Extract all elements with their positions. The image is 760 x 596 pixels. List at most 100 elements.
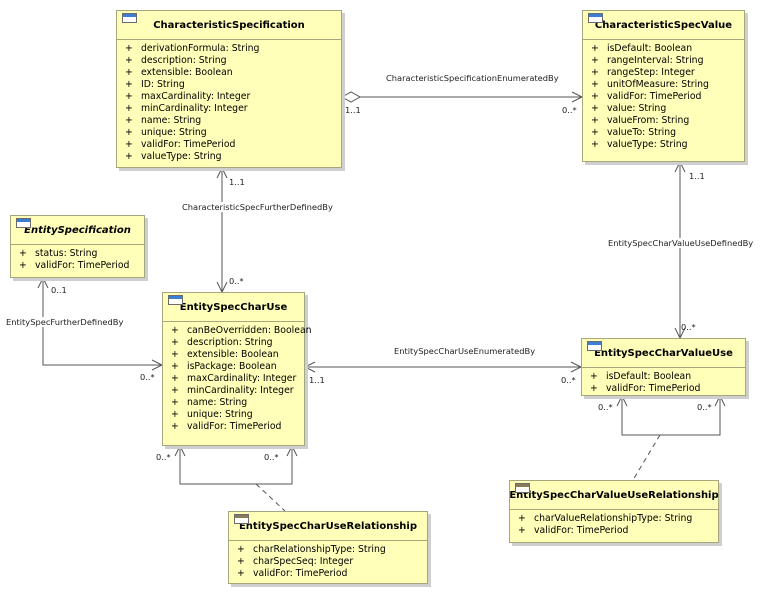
attribute-row: +status: String (11, 248, 144, 260)
class-entity-spec-char-use[interactable]: EntitySpecCharUse + canBeOverridden: Bool… (162, 292, 312, 446)
attribute-text: rangeInterval: String (607, 55, 704, 66)
value-use-self-mult-b: 0..* (697, 402, 712, 412)
visibility-marker: + (125, 103, 133, 114)
class-characteristic-specification[interactable]: CharacteristicSpecification +derivationF… (116, 10, 342, 168)
attribute-row: + maxCardinality: Integer (163, 373, 304, 385)
attribute-text: minCardinality: Integer (141, 103, 248, 114)
entity-spec-further-defined-by-label: EntitySpecFurtherDefinedBy (6, 317, 124, 327)
visibility-marker: + (171, 409, 179, 420)
attribute-row: +validFor: TimePeriod (163, 421, 304, 433)
visibility-marker: + (171, 373, 179, 384)
further-defined-by-mult-a: 1..1 (229, 177, 245, 187)
visibility-marker: + (591, 43, 599, 54)
attribute-row: +rangeStep: Integer (583, 67, 744, 79)
attribute-text: isDefault: Boolean (607, 43, 693, 54)
attribute-list: +charValueRelationshipType: String+valid… (510, 510, 718, 537)
visibility-marker: + (591, 139, 599, 150)
visibility-marker: + (591, 91, 599, 102)
attribute-text: canBeOverridden: Boolean (187, 325, 312, 336)
class-entity-specification[interactable]: EntitySpecification +status: String+vali… (10, 215, 145, 278)
class-title: EntitySpecification (24, 224, 131, 236)
visibility-marker: + (125, 67, 133, 78)
attribute-text: status: String (35, 248, 98, 259)
class-entity-spec-char-value-use-relationship[interactable]: EntitySpecCharValueUseRelationship +char… (509, 480, 719, 543)
visibility-marker: + (19, 260, 27, 271)
attribute-list: +isDefault: Boolean+ validFor: TimePeriod (582, 368, 745, 395)
attribute-text: validFor: TimePeriod (606, 383, 701, 394)
attribute-text: valueType: String (607, 139, 688, 150)
attribute-row: +validFor: TimePeriod (510, 525, 718, 537)
attribute-text: extensible: Boolean (141, 67, 233, 78)
attribute-text: valueTo: String (607, 127, 677, 138)
attribute-text: unique: String (187, 409, 253, 420)
visibility-marker: + (171, 361, 179, 372)
char-use-enumerated-by-label: EntitySpecCharUseEnumeratedBy (394, 346, 536, 356)
visibility-marker: + (591, 67, 599, 78)
char-use-enumerated-by-mult-b: 0..* (561, 375, 576, 385)
value-use-self-line (621, 396, 721, 436)
visibility-marker: + (171, 337, 179, 348)
char-use-self-line (179, 446, 293, 485)
attribute-text: validFor: TimePeriod (607, 91, 702, 102)
visibility-marker: + (518, 525, 526, 536)
attribute-text: minCardinality: Integer (187, 385, 294, 396)
visibility-marker: + (125, 151, 133, 162)
visibility-marker: + (591, 79, 599, 90)
attribute-text: extensible: Boolean (187, 349, 279, 360)
class-entity-spec-char-use-relationship[interactable]: EntitySpecCharUseRelationship +charRelat… (228, 511, 428, 584)
attribute-row: + valueType: String (117, 151, 341, 163)
visibility-marker: + (125, 91, 133, 102)
class-header: CharacteristicSpecValue (583, 11, 744, 40)
attribute-row: +derivationFormula: String (117, 43, 341, 55)
visibility-marker: + (590, 371, 598, 382)
entity-spec-further-defined-by-mult-b: 0..* (140, 372, 155, 382)
attribute-text: validFor: TimePeriod (187, 421, 282, 432)
attribute-row: +unique: String (117, 127, 341, 139)
char-use-enumerated-by-mult-a: 1..1 (309, 375, 325, 385)
further-defined-by-label: CharacteristicSpecFurtherDefinedBy (182, 202, 333, 212)
attribute-text: charSpecSeq: Integer (253, 556, 354, 567)
visibility-marker: + (237, 544, 245, 555)
class-title: CharacteristicSpecification (153, 19, 305, 31)
value-use-self-arrow-left (616, 394, 628, 407)
class-title: EntitySpecCharUse (179, 301, 288, 313)
visibility-marker: + (125, 139, 133, 150)
enumerated-by-label: CharacteristicSpecificationEnumeratedBy (386, 73, 559, 83)
attribute-list: + isDefault: Boolean + rangeInterval: Strin… (583, 40, 744, 151)
visibility-marker: + (591, 55, 599, 66)
attribute-row: +extensible: Boolean (163, 349, 304, 361)
char-use-self-arrow-right (286, 444, 298, 457)
class-characteristic-spec-value[interactable]: CharacteristicSpecValue + isDefault: Bool… (582, 10, 745, 162)
class-header: EntitySpecCharValueUse (582, 339, 745, 368)
attribute-text: isPackage: Boolean (187, 361, 277, 372)
class-icon (16, 218, 31, 228)
attribute-row: +validFor: TimePeriod (229, 568, 427, 580)
association-class-icon (234, 514, 249, 524)
visibility-marker: + (591, 103, 599, 114)
attribute-text: maxCardinality: Integer (141, 91, 251, 102)
value-use-self-arrow-right (714, 394, 726, 407)
association-class-icon (515, 483, 530, 493)
char-use-self-mult-b: 0..* (264, 452, 279, 462)
value-use-defined-by-mult-b: 0..* (681, 322, 696, 332)
entity-spec-further-defined-by-mult-a: 0..1 (51, 285, 67, 295)
attribute-text: ID: String (141, 79, 185, 90)
attribute-text: name: String (187, 397, 248, 408)
attribute-row: +ID: String (117, 79, 341, 91)
attribute-text: maxCardinality: Integer (187, 373, 297, 384)
value-use-defined-by-label: EntitySpecCharValueUseDefinedBy (608, 238, 754, 248)
attribute-text: valueType: String (141, 151, 222, 162)
attribute-row: + extensible: Boolean (117, 67, 341, 79)
class-header: EntitySpecCharUseRelationship (229, 512, 427, 541)
class-header: EntitySpecification (11, 216, 144, 245)
visibility-marker: + (171, 397, 179, 408)
attribute-row: +charRelationshipType: String (229, 544, 427, 556)
attribute-row: +minCardinality: Integer (163, 385, 304, 397)
attribute-text: name: String (141, 115, 202, 126)
value-use-relationship-dash (632, 434, 661, 481)
attribute-row: +isDefault: Boolean (582, 371, 745, 383)
class-entity-spec-char-value-use[interactable]: EntitySpecCharValueUse +isDefault: Boole… (581, 338, 746, 396)
visibility-marker: + (237, 568, 245, 579)
attribute-row: +name: String (117, 115, 341, 127)
attribute-text: valueFrom: String (607, 115, 690, 126)
